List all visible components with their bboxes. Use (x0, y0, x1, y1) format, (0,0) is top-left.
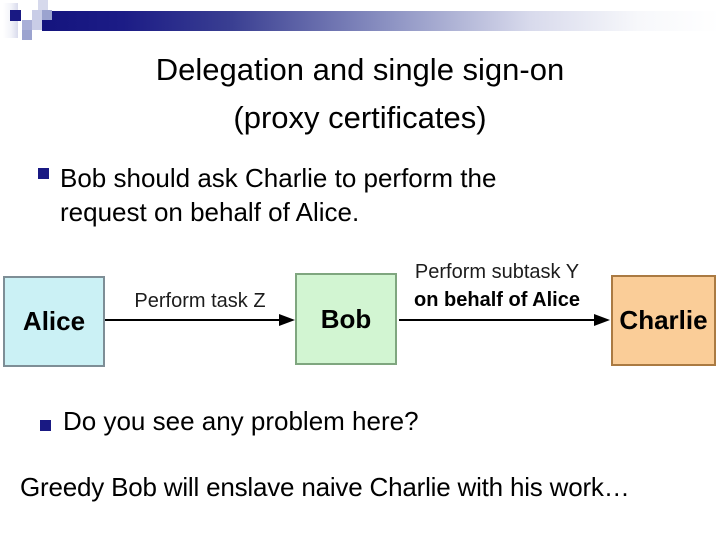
edge-label-task-z: Perform task Z (134, 290, 266, 312)
slide-title-line1: Delegation and single sign-on (155, 52, 565, 87)
deco-square (22, 20, 32, 30)
slide-title: Delegation and single sign-on (proxy cer… (0, 46, 720, 142)
node-label-charlie: Charlie (619, 305, 708, 335)
edge-label-subtask-y: Perform subtask Y (414, 261, 580, 283)
bullet-item-text: Do you see any problem here? (63, 406, 419, 436)
deco-square-navy (10, 10, 21, 21)
arrowhead-icon (594, 314, 610, 326)
arrow-bob-to-charlie (399, 319, 595, 321)
footer-note: Greedy Bob will enslave naive Charlie wi… (20, 472, 630, 502)
deco-square (38, 0, 48, 10)
diagram-node-charlie: Charlie (611, 275, 716, 366)
arrowhead-icon (279, 314, 295, 326)
deco-square (22, 30, 32, 40)
diagram-node-bob: Bob (295, 273, 397, 365)
bullet-item-text: Bob should ask Charlie to perform the re… (60, 163, 497, 227)
node-label-alice: Alice (22, 306, 86, 336)
node-label-bob: Bob (320, 303, 372, 334)
arrow-alice-to-bob (105, 319, 281, 321)
bullet-square-icon (38, 168, 49, 179)
header-gradient-bar (42, 11, 720, 31)
bullet-square-icon (40, 420, 51, 431)
deco-square (32, 20, 42, 30)
deco-square (32, 10, 42, 20)
slide-title-line2: (proxy certificates) (233, 100, 487, 135)
diagram-node-alice: Alice (3, 276, 105, 367)
edge-label-on-behalf: on behalf of Alice (414, 289, 580, 311)
deco-square (42, 10, 52, 20)
